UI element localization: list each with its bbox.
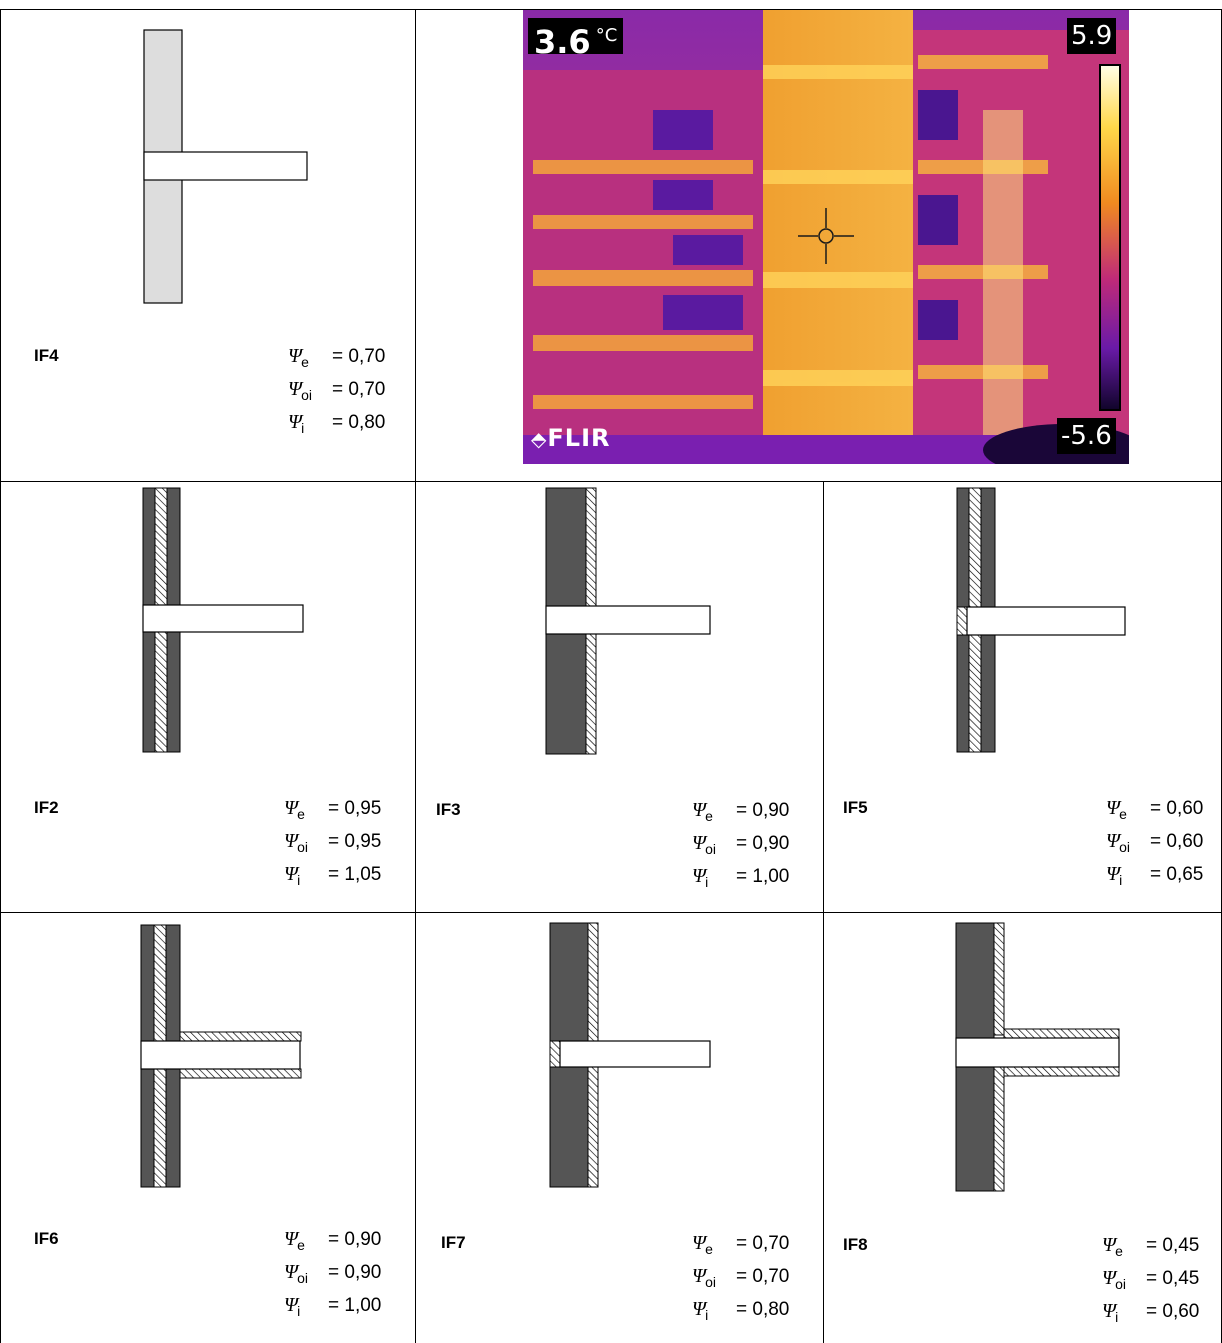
junction-drawing-if3 xyxy=(545,487,711,755)
junction-drawing-if7 xyxy=(549,922,711,1188)
flir-logo: ⬘FLIR xyxy=(531,424,611,452)
detail-label: IF2 xyxy=(34,798,59,817)
thermal-image: 3.6 °C 5.9 -5.6 ⬘FLIR xyxy=(523,10,1143,476)
psi-values-if5: Ψe= 0,60 Ψoi= 0,60 Ψi= 0,65 xyxy=(1106,797,1204,888)
detail-cell-if3: IF3 Ψe= 0,90 Ψoi= 0,90 Ψi= 1,00 xyxy=(416,482,823,912)
detail-cell-if2: IF2 Ψe= 0,95 Ψoi= 0,95 Ψi= 1,05 xyxy=(0,482,415,912)
temperature-scale-bar xyxy=(1099,64,1121,411)
detail-label: IF7 xyxy=(441,1233,466,1252)
junction-drawing-if6 xyxy=(140,924,302,1188)
psi-values-if8: Ψe= 0,45 Ψoi= 0,45 Ψi= 0,60 xyxy=(1102,1234,1200,1325)
table-border-left xyxy=(0,9,1,1343)
psi-values-if7: Ψe= 0,70 Ψoi= 0,70 Ψi= 0,80 xyxy=(692,1232,790,1323)
table-row-divider-2 xyxy=(0,912,1222,913)
psi-values-if6: Ψe= 0,90 Ψoi= 0,90 Ψi= 1,00 xyxy=(284,1228,382,1319)
detail-cell-if4: IF4 Ψe= 0,70 Ψoi= 0,70 Ψi= 0,80 xyxy=(0,10,415,481)
junction-drawing-if5 xyxy=(956,487,1126,753)
psi-values-if3: Ψe= 0,90 Ψoi= 0,90 Ψi= 1,00 xyxy=(692,799,790,890)
detail-label: IF3 xyxy=(436,800,461,819)
detail-cell-if5: IF5 Ψe= 0,60 Ψoi= 0,60 Ψi= 0,65 xyxy=(824,482,1221,912)
detail-label: IF4 xyxy=(34,346,59,365)
detail-label: IF5 xyxy=(843,798,868,817)
flir-logo-icon: ⬘ xyxy=(531,427,548,451)
psi-values-if2: Ψe= 0,95 Ψoi= 0,95 Ψi= 1,05 xyxy=(284,797,382,888)
table-col-divider-2 xyxy=(823,481,824,1343)
junction-drawing-if8 xyxy=(955,922,1120,1192)
scale-max-value: 5.9 xyxy=(1067,18,1117,54)
scale-min-value: -5.6 xyxy=(1057,418,1116,454)
table-row-divider-1 xyxy=(0,481,1222,482)
table-border-top xyxy=(0,9,1222,10)
junction-drawing-if4 xyxy=(143,29,308,304)
junction-drawing-if2 xyxy=(142,487,304,753)
table-col-divider-1 xyxy=(415,9,416,1343)
detail-cell-if8: IF8 Ψe= 0,45 Ψoi= 0,45 Ψi= 0,60 xyxy=(824,913,1221,1343)
thermal-image-scene xyxy=(523,10,1143,476)
detail-label: IF6 xyxy=(34,1229,59,1248)
detail-label: IF8 xyxy=(843,1235,868,1254)
detail-cell-if7: IF7 Ψe= 0,70 Ψoi= 0,70 Ψi= 0,80 xyxy=(416,913,823,1343)
spot-temperature: 3.6 °C xyxy=(528,18,624,60)
psi-values-if4: Ψe= 0,70 Ψoi= 0,70 Ψi= 0,80 xyxy=(288,345,386,436)
crosshair-icon xyxy=(798,208,854,264)
detail-cell-if6: IF6 Ψe= 0,90 Ψoi= 0,90 Ψi= 1,00 xyxy=(0,913,415,1343)
